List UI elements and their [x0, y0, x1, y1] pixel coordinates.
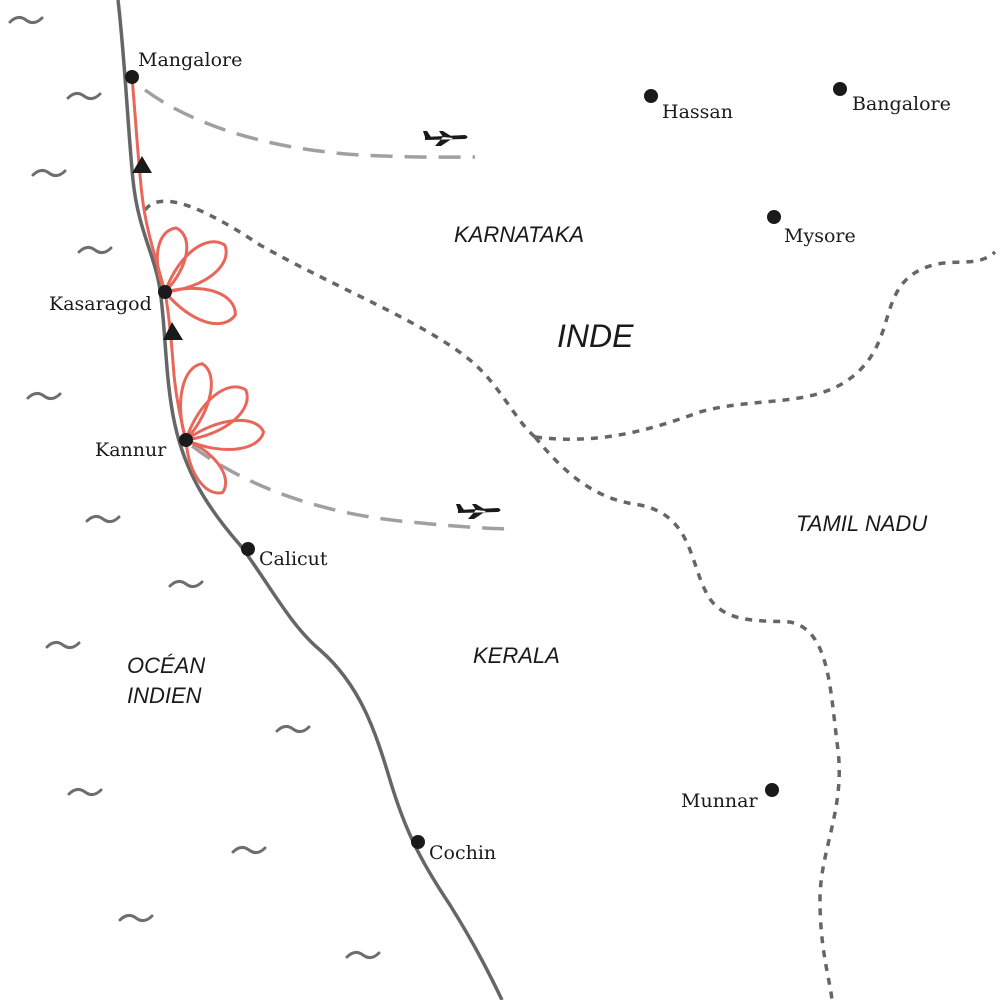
city-dot-kannur [179, 433, 193, 447]
city-label-bangalore: Bangalore [852, 93, 951, 115]
wave-icon [67, 787, 103, 797]
wave-icon [26, 391, 62, 401]
plane-icon [456, 504, 501, 519]
city-label-mysore: Mysore [784, 225, 856, 247]
city-label-kannur: Kannur [95, 439, 167, 461]
wave-icon [8, 15, 44, 25]
excursion-loop [184, 385, 249, 442]
karnataka-tamilnadu-border [534, 250, 997, 441]
city-dot-kasaragod [158, 285, 172, 299]
ocean-label-line1: OCÉAN [127, 653, 205, 678]
wave-icon [118, 913, 154, 923]
excursion-loop [155, 226, 189, 294]
region-label-karnataka: KARNATAKA [454, 222, 584, 247]
excursion-loop [163, 286, 237, 325]
city-dot-hassan [644, 89, 658, 103]
country-label: INDE [557, 318, 634, 354]
city-label-kasaragod: Kasaragod [49, 293, 152, 315]
wave-icon [45, 640, 81, 650]
wave-icon [231, 845, 267, 855]
excursion-loop [184, 438, 228, 495]
city-dot-cochin [411, 835, 425, 849]
ocean-waves [8, 15, 381, 960]
city-label-hassan: Hassan [662, 101, 733, 123]
city-dot-bangalore [833, 82, 847, 96]
wave-icon [275, 724, 311, 734]
wave-icon [168, 579, 204, 589]
wave-icon [31, 168, 67, 178]
excursion-loop [179, 362, 213, 441]
excursion-loop [163, 240, 228, 294]
city-label-cochin: Cochin [429, 842, 496, 864]
flight-path-mangalore [143, 88, 476, 159]
triangle-arrow-icon [132, 156, 152, 173]
city-dot-mysore [767, 210, 781, 224]
region-label-tamil-nadu: TAMIL NADU [796, 511, 927, 536]
city-label-munnar: Munnar [681, 790, 758, 812]
city-dot-mangalore [125, 70, 139, 84]
state-borders [143, 199, 997, 1000]
tour-route [130, 76, 188, 441]
kerala-tamilnadu-border [533, 435, 841, 1000]
city-dot-calicut [241, 542, 255, 556]
wave-icon [85, 514, 121, 524]
flight-path-kannur [190, 444, 516, 531]
coastline [116, 0, 504, 1000]
city-markers [125, 70, 847, 849]
plane-icon [423, 131, 468, 146]
city-dot-munnar [765, 783, 779, 797]
excursion-loops-kannur [179, 362, 266, 495]
region-label-kerala: KERALA [473, 643, 560, 668]
city-label-mangalore: Mangalore [138, 49, 242, 71]
city-label-calicut: Calicut [259, 548, 328, 570]
triangle-arrow-icon [163, 322, 183, 340]
wave-icon [77, 245, 113, 255]
ocean-label-line2: INDIEN [127, 683, 202, 708]
wave-icon [345, 950, 381, 960]
flight-paths [143, 88, 516, 531]
excursion-loop [185, 418, 266, 451]
excursion-loops-kasaragod [155, 226, 237, 325]
wave-icon [66, 91, 102, 101]
